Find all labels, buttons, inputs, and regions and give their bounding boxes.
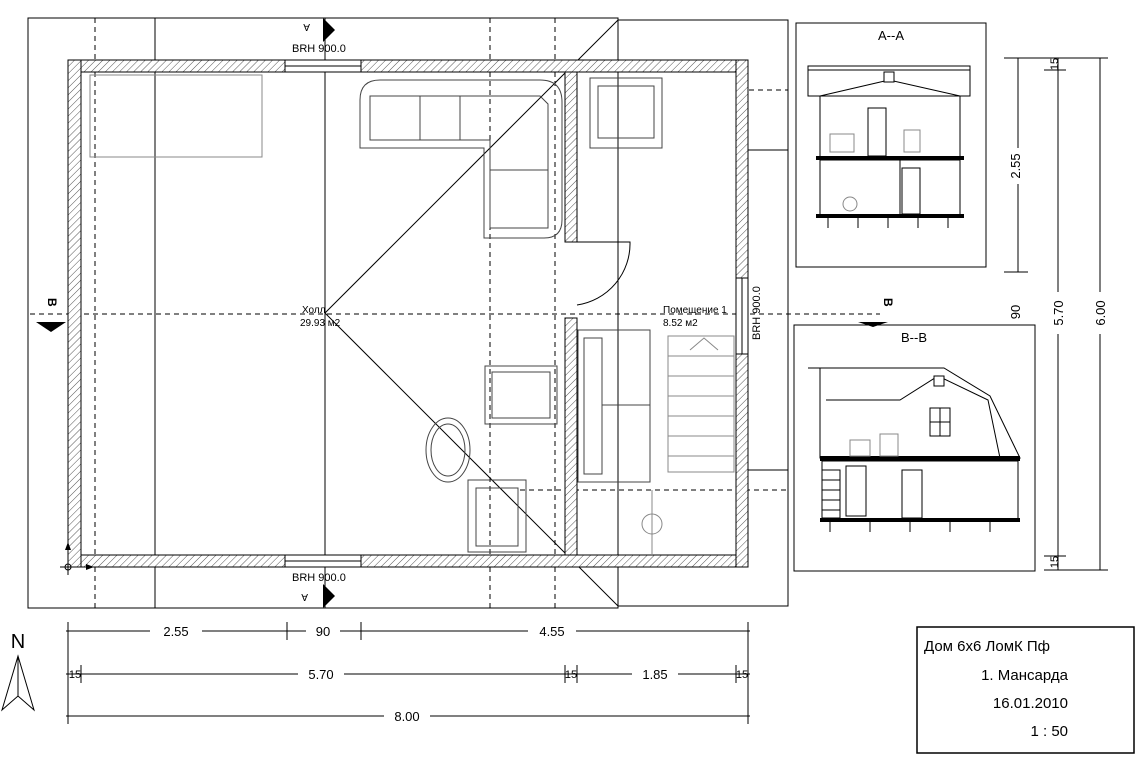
section-arrow-label: A: [303, 21, 310, 32]
roof-outline: [618, 19, 789, 607]
section-arrow-icon: [323, 584, 335, 608]
window-label-top: BRH 900.0: [292, 43, 346, 55]
section-b-label-right: B: [881, 298, 895, 307]
dim-right-middle: 5.70: [1051, 300, 1066, 325]
title-scale: 1 : 50: [1030, 723, 1068, 740]
dim-right-inner: 15: [1049, 58, 1061, 70]
plan-view: A A BRH 900.0 BRH 900.0 BRH 900.0 B B Хо…: [27, 17, 895, 609]
dim-bottom-row2: 15: [565, 669, 577, 681]
wall-partition-upper: [564, 71, 578, 243]
corner-sofa: [359, 79, 563, 239]
bed-outline: [89, 74, 263, 158]
door-icon: [901, 167, 921, 215]
section-b-label-left: B: [45, 298, 59, 307]
section-bb-title: B--B: [901, 330, 927, 345]
section-arrow-icon: [323, 18, 335, 42]
dim-right-inner: 90: [1008, 305, 1023, 319]
room2-name: Помещение 1: [663, 305, 727, 316]
section-aa-view: A--A: [795, 22, 987, 268]
title-floor: 1. Мансарда: [981, 667, 1069, 684]
dim-bottom-row2: 5.70: [308, 667, 333, 682]
plan-frame: [27, 17, 619, 609]
dims-right: 15 2.55 90 15 5.70 6.00: [1004, 57, 1112, 571]
section-bb-frame: [793, 324, 1036, 572]
wall-top: [67, 59, 749, 73]
wall-left: [67, 59, 82, 568]
north-arrow-icon: N: [1, 631, 35, 712]
armchair-bottom: [467, 479, 527, 553]
door-icon: [901, 469, 923, 519]
dim-bottom-row1: 90: [316, 624, 330, 639]
dims-bottom: 2.55 90 4.55 15 5.70 15 1.85 15 8.00: [66, 622, 750, 724]
dim-bottom-row1: 2.55: [163, 624, 188, 639]
section-aa-title: A--A: [878, 28, 904, 43]
dim-right-inner: 15: [1049, 556, 1061, 568]
north-label: N: [11, 631, 25, 653]
section-bb-view: B--B: [793, 324, 1036, 572]
dim-bottom-row2: 1.85: [642, 667, 667, 682]
wall-partition-lower: [564, 317, 578, 556]
dim-bottom-row3: 8.00: [394, 709, 419, 724]
dim-bottom-row1: 4.55: [539, 624, 564, 639]
armchair-top: [589, 77, 663, 149]
room2-area: 8.52 м2: [663, 318, 698, 329]
title-date: 16.01.2010: [993, 695, 1068, 712]
door-swing: [576, 241, 631, 306]
dim-bottom-row2: 15: [736, 669, 748, 681]
round-table: [425, 417, 471, 483]
section-b-marker-icon: [36, 322, 66, 332]
wall-bottom: [67, 554, 749, 568]
section-arrow-label: A: [301, 591, 308, 602]
door-icon: [867, 107, 887, 157]
title-block: Дом 6х6 ЛомК Пф 1. Мансарда 16.01.2010 1…: [916, 626, 1135, 754]
dim-right-outer: 6.00: [1093, 300, 1108, 325]
dim-bottom-row2: 15: [69, 669, 81, 681]
title-block-frame: [916, 626, 1135, 754]
window-label-right: BRH 900.0: [751, 286, 763, 340]
sofa-right: [577, 329, 651, 483]
staircase: [641, 335, 735, 555]
armchair-middle: [484, 365, 558, 425]
origin-marker-icon: [60, 542, 94, 575]
section-aa-frame: [795, 22, 987, 268]
title-project: Дом 6х6 ЛомК Пф: [924, 638, 1050, 655]
dim-right-inner: 2.55: [1008, 153, 1023, 178]
room1-name: Холл: [302, 305, 326, 316]
room1-area: 29.93 м2: [300, 318, 341, 329]
window-label-bottom: BRH 900.0: [292, 572, 346, 584]
